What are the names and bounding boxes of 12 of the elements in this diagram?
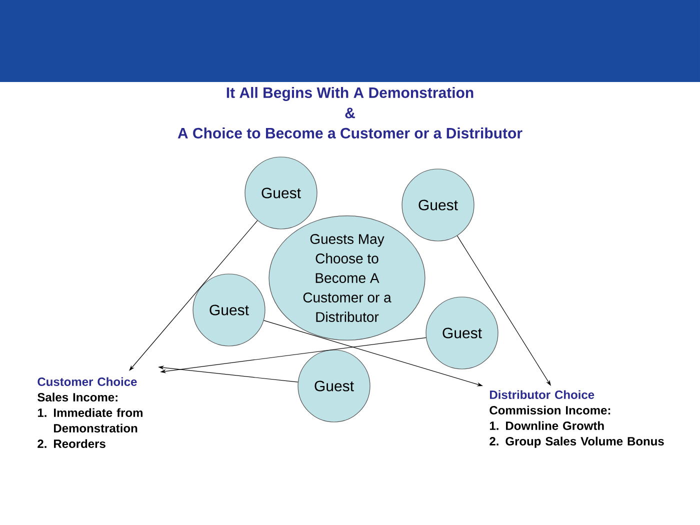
heading: Distributor Choice (490, 390, 594, 399)
title: & (345, 108, 355, 118)
title: A Choice to Become a Customer or a Distributor (178, 128, 522, 138)
list-item: 1. Downline Growth (490, 421, 604, 430)
subheading: Commission Income: (490, 406, 610, 414)
title: It All Begins With A Demonstration (226, 86, 474, 102)
list-item: 1. Immediate from Demonstration (38, 408, 142, 432)
subheading: Sales Income: (38, 392, 118, 402)
heading: Customer Choice (38, 377, 137, 386)
arrow (129, 220, 258, 371)
list-item: 2. Group Sales Volume Bonus (490, 436, 664, 448)
list-item: 2. Reorders (38, 439, 106, 448)
